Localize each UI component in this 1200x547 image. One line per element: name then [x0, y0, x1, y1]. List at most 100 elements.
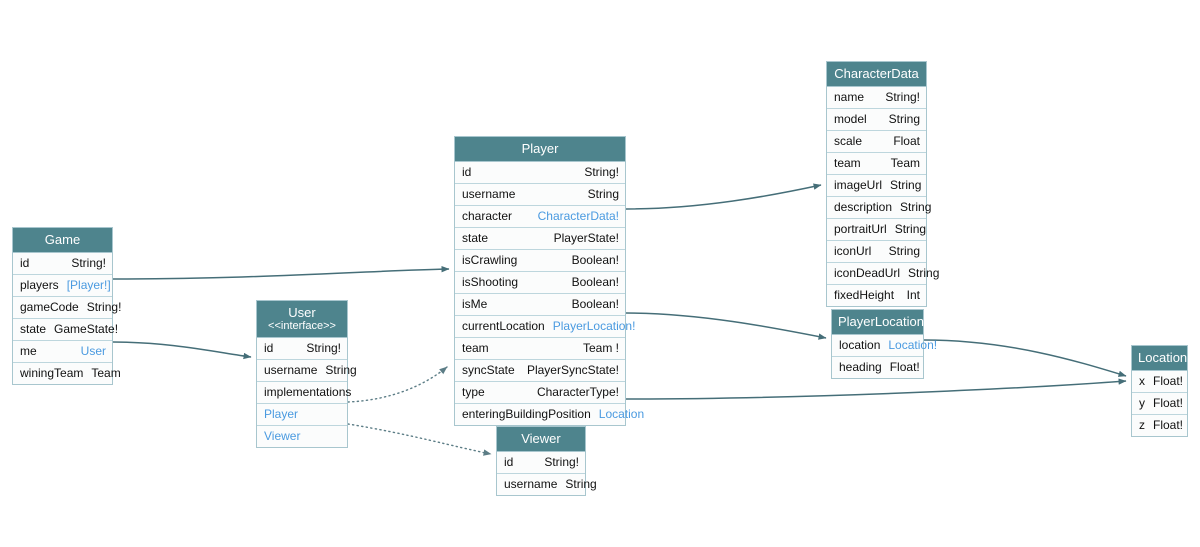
field-name: gameCode [20, 300, 79, 314]
entity-stereotype: <<interface>> [268, 320, 336, 332]
field-type: User [80, 344, 106, 358]
edge-playerlocation-location-to-location [923, 339, 1127, 377]
field-type: String [900, 200, 932, 214]
field-row[interactable]: players[Player!] [13, 275, 112, 297]
field-name: portraitUrl [834, 222, 887, 236]
entity-title: User [288, 305, 316, 320]
entity-header-player: Player [455, 137, 625, 162]
field-row[interactable]: iconDeadUrl String [827, 263, 939, 285]
field-row[interactable]: portraitUrl String [827, 219, 926, 241]
field-row[interactable]: isMe Boolean! [455, 294, 625, 316]
entity-header-viewer: Viewer [497, 427, 585, 452]
field-type: Boolean! [571, 297, 619, 311]
field-name: Viewer [264, 429, 301, 443]
field-row[interactable]: description String [827, 197, 931, 219]
field-type: PlayerState! [553, 231, 619, 245]
field-type: [Player!] [66, 278, 111, 292]
field-type: Team [91, 366, 121, 380]
field-type: String [587, 187, 619, 201]
field-row[interactable]: gameCode String! [13, 297, 121, 319]
field-name: id [504, 455, 514, 469]
field-name: Player [264, 407, 299, 421]
field-type: String! [86, 300, 122, 314]
field-row[interactable]: isCrawling Boolean! [455, 250, 625, 272]
field-name: enteringBuildingPosition [462, 407, 591, 421]
entity-title: Viewer [521, 431, 561, 446]
field-row[interactable]: Viewer [257, 426, 347, 447]
field-row[interactable]: Player [257, 404, 347, 426]
field-type: Float [893, 134, 920, 148]
field-type: Boolean! [571, 253, 619, 267]
edge-game-players-to-player [112, 265, 450, 280]
field-name: username [264, 363, 318, 377]
field-type: Boolean! [571, 275, 619, 289]
edge-player-character-to-characterdata [625, 183, 822, 210]
entity-header-playerlocation: PlayerLocation [832, 310, 924, 335]
field-type: String [894, 222, 927, 236]
field-type: PlayerSyncState! [526, 363, 619, 377]
field-name: currentLocation [462, 319, 545, 333]
field-name: username [462, 187, 516, 201]
field-name: isCrawling [462, 253, 518, 267]
field-row[interactable]: implementations [257, 382, 352, 404]
field-type: String [565, 477, 597, 491]
field-row[interactable]: username String [455, 184, 625, 206]
field-type: String [888, 244, 920, 258]
field-type: String [908, 266, 940, 280]
field-row[interactable]: state PlayerState! [455, 228, 625, 250]
entity-title: CharacterData [834, 66, 919, 81]
field-name: team [462, 341, 489, 355]
field-name: me [20, 344, 37, 358]
field-type: Float! [889, 360, 920, 374]
field-name: iconDeadUrl [834, 266, 901, 280]
entity-header-game: Game [13, 228, 112, 253]
field-row[interactable]: me User [13, 341, 112, 363]
field-name: description [834, 200, 893, 214]
entity-header-user: User<<interface>> [257, 301, 347, 338]
field-type: Float! [1153, 396, 1184, 410]
field-name: state [462, 231, 489, 245]
field-name: isMe [462, 297, 488, 311]
field-type: Float! [1153, 418, 1184, 432]
edge-user-viewer-impl [347, 423, 492, 456]
field-name: id [264, 341, 274, 355]
field-type: Float! [1153, 374, 1184, 388]
entity-title: Player [521, 141, 559, 156]
field-name: implementations [264, 385, 352, 399]
field-type: String! [584, 165, 619, 179]
